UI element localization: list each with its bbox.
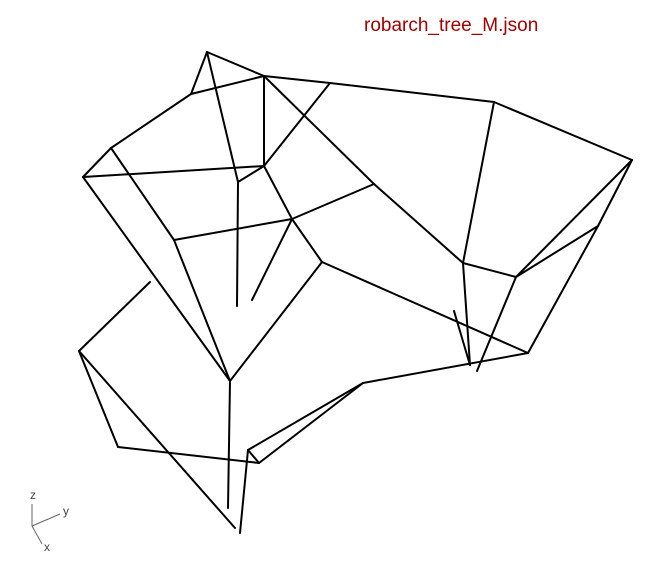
wireframe-edge[interactable] [462,262,471,366]
wireframe-edge[interactable] [263,75,375,185]
wireframe-edge[interactable] [82,176,231,382]
axis-gizmo-icon [31,504,61,545]
wireframe-edge[interactable] [597,159,633,227]
wireframe-edge[interactable] [462,101,495,264]
wireframe-edge[interactable] [173,239,231,382]
file-name-label: robarch_tree_M.json [364,15,539,36]
wireframe-edge[interactable] [462,262,517,278]
wireframe-edge[interactable] [110,147,175,241]
wireframe-edge[interactable] [247,449,260,464]
wireframe-edge[interactable] [206,51,265,77]
wireframe-edge[interactable] [78,281,151,352]
wireframe-edge[interactable] [258,382,364,464]
wireframe-edge[interactable] [82,165,265,178]
wireframe-edge[interactable] [110,93,192,149]
axis-z-label: z [30,488,36,502]
axis-x-label: x [44,540,50,554]
wireframe-edge[interactable] [263,165,293,220]
wireframe-edge[interactable] [190,75,265,95]
wireframe-edge[interactable] [362,352,529,384]
wireframe-edge[interactable] [329,82,495,103]
wireframe-edge[interactable] [190,51,208,95]
wireframe-edge[interactable] [239,449,249,534]
wireframe-edge[interactable] [82,147,112,178]
wireframe-edge[interactable] [206,51,239,183]
wireframe-edge[interactable] [515,159,633,278]
wireframe-edge[interactable] [227,380,231,509]
wireframe-edge[interactable] [476,276,517,372]
wireframe-edge[interactable] [117,446,260,464]
wireframe-edge[interactable] [263,75,331,84]
wireframe-edge[interactable] [321,261,529,354]
wireframe-edge[interactable] [291,183,375,220]
wireframe-edge[interactable] [263,82,331,167]
wireframe-edge[interactable] [291,218,323,263]
wireframe-edge[interactable] [527,225,599,354]
wireframe-edge[interactable] [251,218,293,301]
axis-y-label: y [63,504,69,518]
wireframe-edge[interactable] [515,225,599,278]
wireframe-edge[interactable] [78,350,236,529]
wireframe-edge[interactable] [237,165,265,183]
wireframe-edge[interactable] [453,310,471,366]
wireframe-edge[interactable] [173,218,293,241]
wireframe-edge[interactable] [236,181,239,307]
wireframe-edge[interactable] [373,183,464,264]
wireframe-edge[interactable] [229,261,323,382]
wireframe-edge[interactable] [493,101,633,161]
wireframe-edge[interactable] [247,382,364,451]
wireframe-edge[interactable] [78,350,119,448]
